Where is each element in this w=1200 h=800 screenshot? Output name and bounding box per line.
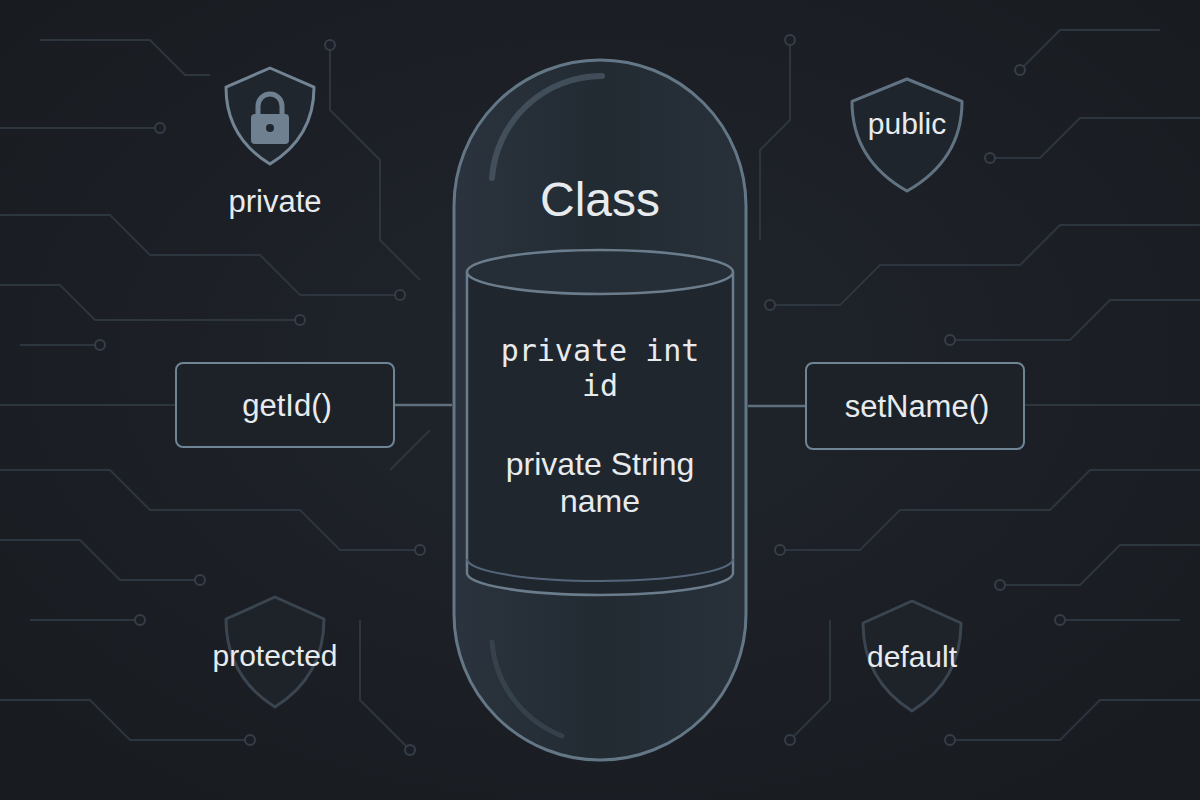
circuit-trace xyxy=(760,40,790,240)
cylinder-body xyxy=(467,272,733,595)
circuit-trace xyxy=(0,470,420,550)
field-declaration: private int id xyxy=(480,334,720,403)
circuit-pad xyxy=(985,153,995,163)
field-container: private int id private String name xyxy=(465,250,735,595)
node-label: protected xyxy=(190,639,360,674)
circuit-pad xyxy=(155,123,165,133)
circuit-pad xyxy=(785,735,795,745)
circuit-trace xyxy=(780,470,1200,550)
circuit-pad xyxy=(765,300,775,310)
circuit-pad xyxy=(95,340,105,350)
circuit-trace xyxy=(0,540,200,580)
circuit-pad xyxy=(415,545,425,555)
circuit-trace xyxy=(1060,619,1180,621)
capsule-gloss xyxy=(492,642,562,736)
lock-body xyxy=(251,114,289,144)
circuit-trace xyxy=(390,430,430,470)
circuit-pad xyxy=(775,545,785,555)
method-box: setName() xyxy=(805,362,1025,450)
public-shield: public xyxy=(848,76,966,194)
node-label: public xyxy=(848,107,966,142)
circuit-trace xyxy=(330,45,420,280)
cylinder-top xyxy=(467,250,733,294)
circuit-trace xyxy=(1020,404,1200,406)
circuit-trace xyxy=(30,619,140,621)
circuit-pad xyxy=(1055,615,1065,625)
method-box: getId() xyxy=(175,362,395,448)
circuit-pad xyxy=(135,615,145,625)
private-shield: private xyxy=(195,62,355,227)
circuit-trace xyxy=(770,225,1200,305)
circuit-pad xyxy=(945,335,955,345)
protected-shield: protected xyxy=(190,594,360,710)
circuit-trace xyxy=(1000,545,1200,585)
capsule-gloss xyxy=(492,76,602,178)
node-label: private xyxy=(195,184,355,220)
connector-line xyxy=(395,404,452,407)
shape-outline xyxy=(465,250,735,595)
node-label: default xyxy=(837,640,987,675)
circuit-pad xyxy=(405,745,415,755)
class-title: Class xyxy=(452,172,748,227)
circuit-trace xyxy=(0,215,400,295)
circuit-trace xyxy=(0,404,175,406)
lock-keyhole xyxy=(266,124,274,132)
circuit-trace xyxy=(950,700,1200,740)
circuit-pad xyxy=(1015,65,1025,75)
circuit-trace xyxy=(360,620,410,750)
circuit-trace xyxy=(0,127,160,129)
circuit-pad xyxy=(295,315,305,325)
node-label: setName() xyxy=(807,389,1027,425)
circuit-trace xyxy=(0,285,300,320)
circuit-trace xyxy=(40,40,210,75)
capsule-outline xyxy=(454,60,746,760)
circuit-trace xyxy=(1020,30,1160,70)
circuit-trace xyxy=(950,300,1200,340)
circuit-pad xyxy=(945,735,955,745)
field-declaration: private String name xyxy=(480,446,720,520)
circuit-pad xyxy=(785,35,795,45)
circuit-trace xyxy=(0,700,250,740)
shield-outline xyxy=(226,68,314,164)
circuit-trace xyxy=(790,620,830,740)
default-shield: default xyxy=(837,598,987,714)
lock-shackle xyxy=(258,94,282,116)
class-capsule: Class private int id private String name xyxy=(452,58,748,762)
circuit-pad xyxy=(245,735,255,745)
cylinder-band xyxy=(467,559,733,581)
circuit-pad xyxy=(395,290,405,300)
circuit-trace xyxy=(990,118,1200,158)
circuit-pad xyxy=(325,40,335,50)
circuit-pad xyxy=(195,575,205,585)
node-label: getId() xyxy=(177,388,397,424)
circuit-pad xyxy=(995,580,1005,590)
connector-line xyxy=(748,405,805,408)
circuit-trace xyxy=(20,344,100,346)
